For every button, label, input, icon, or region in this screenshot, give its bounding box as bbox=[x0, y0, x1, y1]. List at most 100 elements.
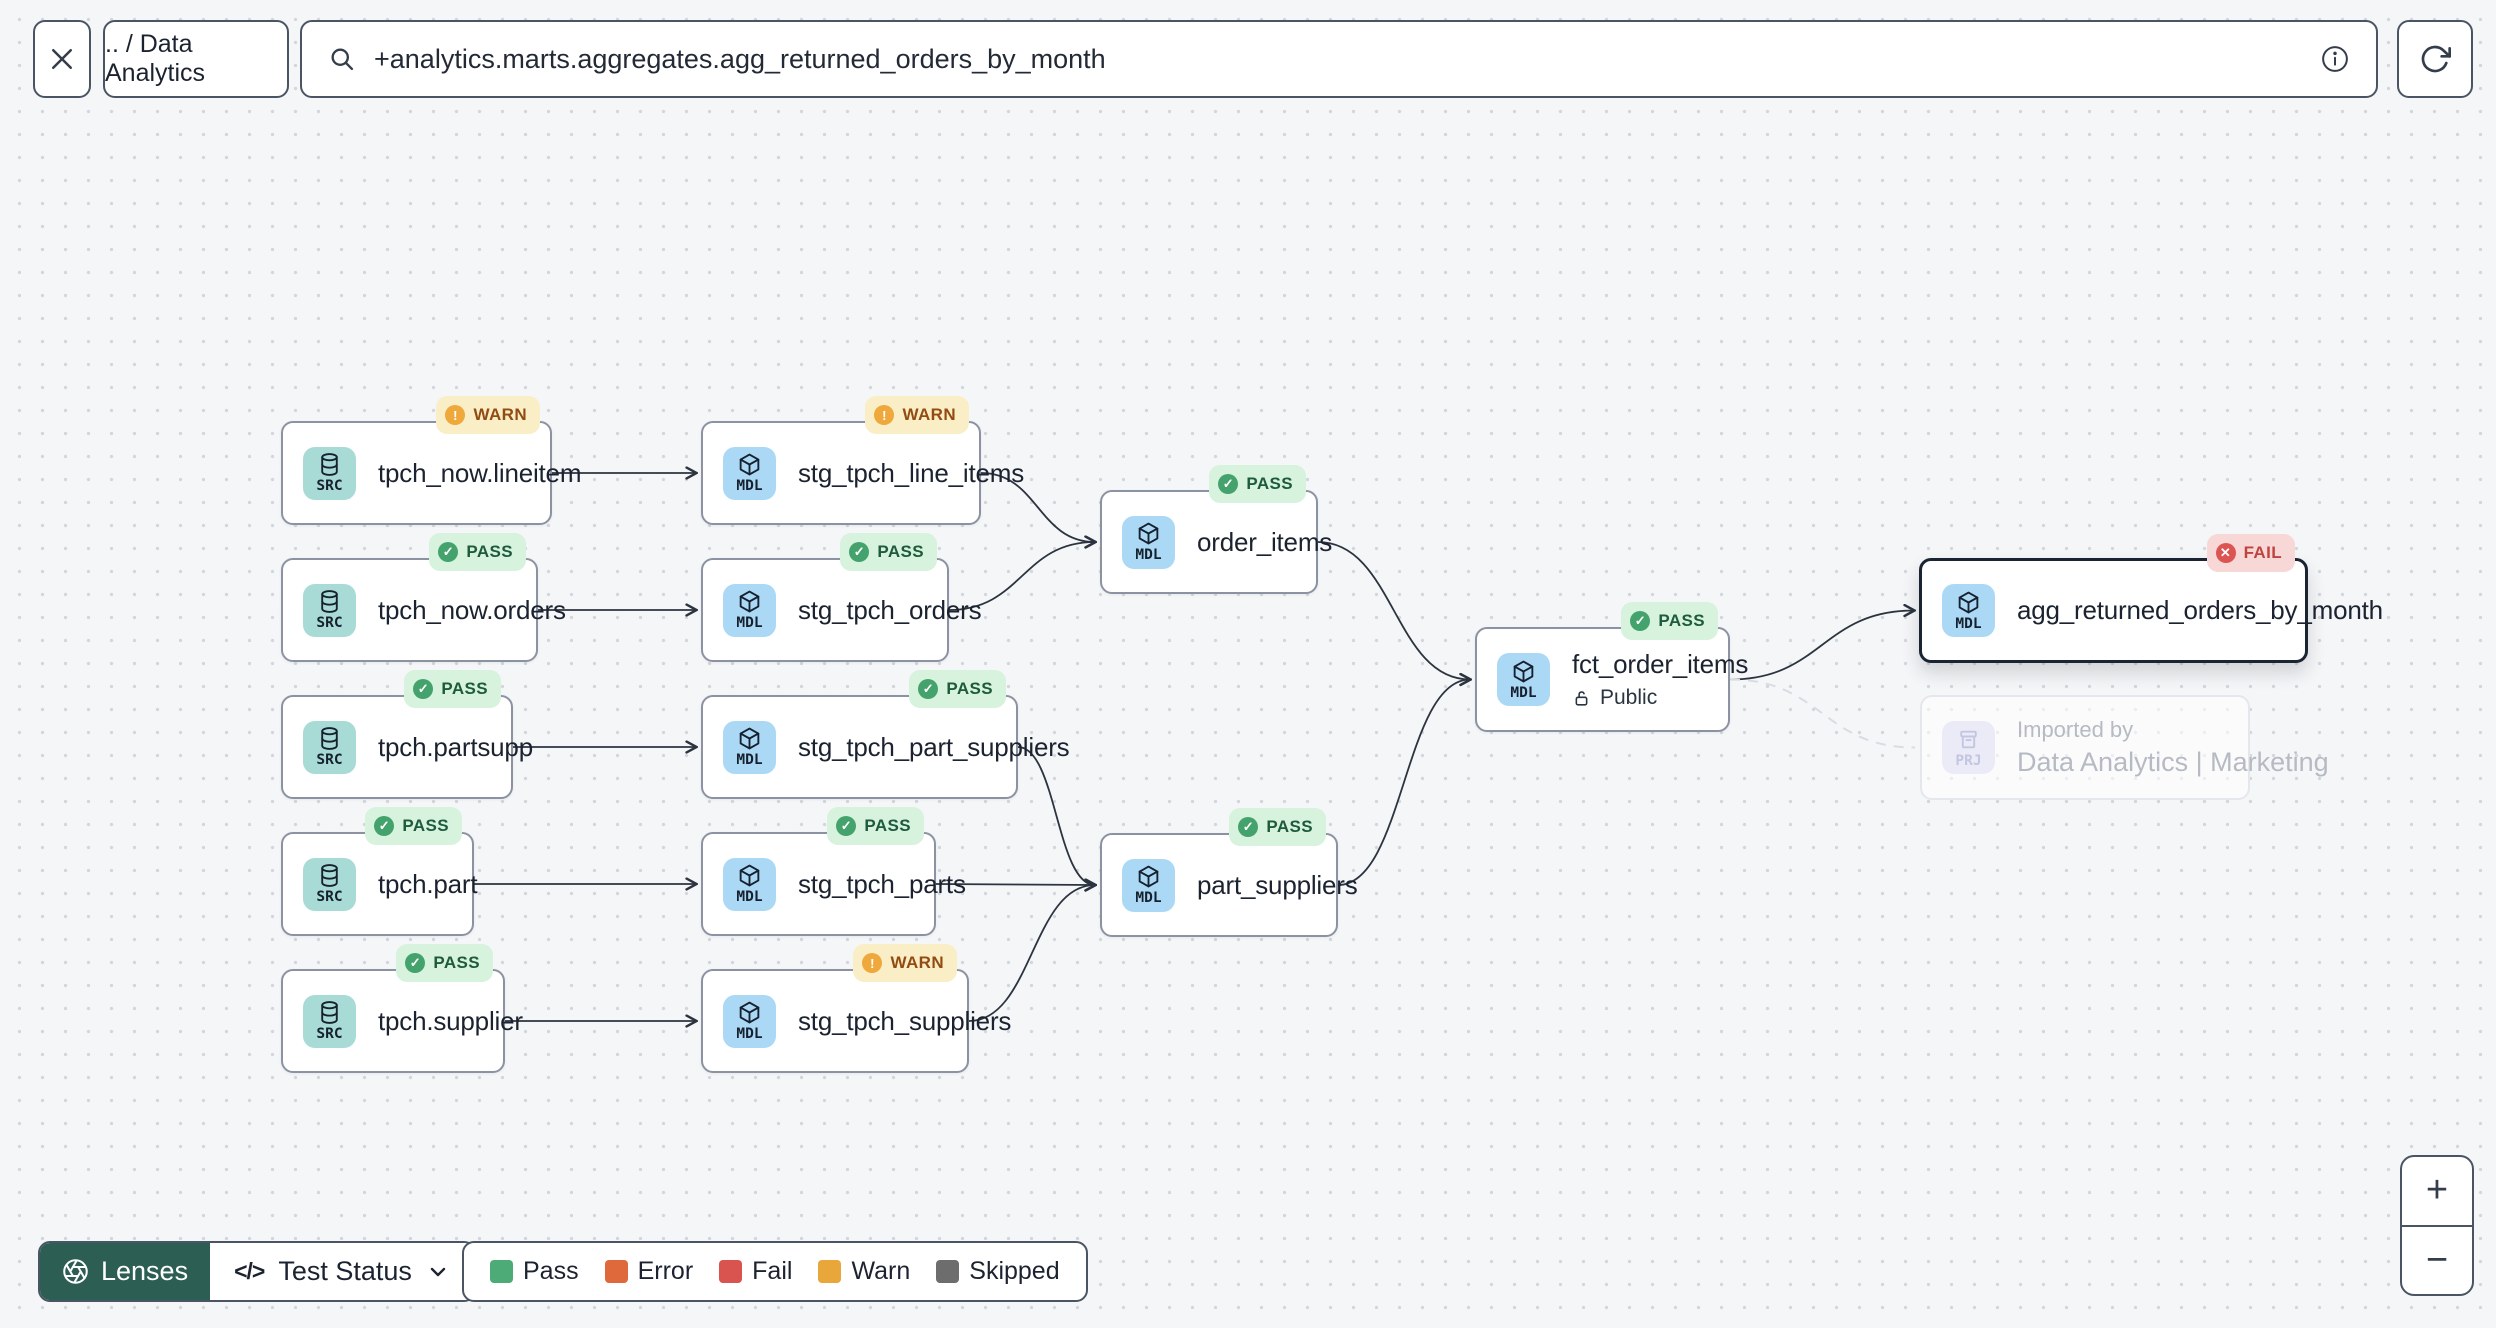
node-title: agg_returned_orders_by_month bbox=[2017, 595, 2383, 625]
status-badge-pass: ✓PASS bbox=[1229, 808, 1326, 846]
status-badge-pass: ✓PASS bbox=[840, 533, 937, 571]
lenses-group: Lenses </> Test Status bbox=[38, 1241, 476, 1302]
status-badge-pass: ✓PASS bbox=[909, 670, 1006, 708]
node-type-label: SRC bbox=[316, 889, 343, 905]
node-title: part_suppliers bbox=[1197, 869, 1358, 900]
model-icon: MDL bbox=[723, 446, 776, 500]
status-badge-label: PASS bbox=[1658, 611, 1705, 630]
node-type-label: SRC bbox=[316, 752, 343, 768]
node-text: tpch_now.lineitem bbox=[378, 458, 581, 489]
legend-label: Error bbox=[637, 1257, 694, 1285]
node-text: stg_tpch_parts bbox=[798, 869, 966, 900]
status-dot-icon: ✓ bbox=[1238, 817, 1259, 837]
model-icon: MDL bbox=[1122, 515, 1175, 569]
node-text: stg_tpch_suppliers bbox=[798, 1006, 1011, 1037]
node-title: stg_tpch_parts bbox=[798, 868, 966, 899]
node-text: tpch.partsupp bbox=[378, 732, 533, 763]
status-badge-pass: ✓PASS bbox=[429, 533, 526, 571]
node-type-label: MDL bbox=[736, 752, 763, 768]
status-badge-label: PASS bbox=[877, 542, 924, 561]
breadcrumb-label: .. / Data Analytics bbox=[105, 30, 206, 87]
node-text: stg_tpch_line_items bbox=[798, 458, 1024, 489]
legend-swatch bbox=[719, 1260, 743, 1283]
model-icon: MDL bbox=[723, 583, 776, 637]
close-button[interactable] bbox=[33, 20, 91, 98]
legend-label: Warn bbox=[851, 1257, 911, 1285]
status-badge-label: WARN bbox=[902, 405, 956, 424]
status-badge-pass: ✓PASS bbox=[827, 807, 924, 845]
lenses-label: Lenses bbox=[101, 1256, 189, 1286]
legend-swatch bbox=[818, 1260, 842, 1283]
status-dot-icon: ✓ bbox=[374, 816, 395, 836]
edge-stg_tpch_part_suppliers-to-part_suppliers bbox=[1017, 746, 1095, 885]
status-badge-warn: ! WARN bbox=[853, 944, 957, 982]
node-title: stg_tpch_suppliers bbox=[798, 1005, 1012, 1036]
breadcrumb[interactable]: .. / Data Analytics bbox=[103, 20, 289, 98]
status-badge-label: WARN bbox=[890, 953, 944, 972]
lenses-button[interactable]: Lenses bbox=[40, 1243, 211, 1300]
legend-item-skipped: Skipped bbox=[936, 1257, 1060, 1286]
status-badge-label: FAIL bbox=[2243, 543, 2282, 562]
status-badge-label: PASS bbox=[402, 816, 449, 835]
database-icon: SRC bbox=[303, 857, 356, 911]
legend-item-warn: Warn bbox=[818, 1257, 910, 1286]
node-type-label: MDL bbox=[736, 478, 763, 494]
graph-node-stg_tpch_orders[interactable]: ✓PASS MDL stg_tpch_orders bbox=[701, 533, 982, 662]
node-text: stg_tpch_orders bbox=[798, 594, 982, 626]
node-access-label: Public bbox=[1572, 686, 1748, 710]
zoom-out-button[interactable]: − bbox=[2425, 1238, 2449, 1281]
edge-stg_tpch_parts-to-part_suppliers bbox=[935, 884, 1095, 885]
close-icon bbox=[52, 49, 72, 69]
database-icon: SRC bbox=[303, 583, 356, 637]
node-text: tpch_now.orders bbox=[378, 595, 566, 626]
graph-node-stg_tpch_line_items[interactable]: ! WARN MDL stg_tpch_line_items bbox=[701, 396, 1024, 525]
refresh-button[interactable] bbox=[2397, 20, 2473, 98]
status-dot-icon: ✓ bbox=[1218, 474, 1239, 494]
status-dot-icon: ! bbox=[874, 405, 895, 425]
database-icon: SRC bbox=[303, 994, 356, 1048]
model-icon: MDL bbox=[723, 720, 776, 774]
legend-swatch bbox=[604, 1260, 628, 1283]
status-dot-icon: ! bbox=[862, 953, 883, 973]
status-badge-label: PASS bbox=[1246, 474, 1293, 493]
graph-node-tpch.part[interactable]: ✓ PASS SRC tpch.part bbox=[281, 807, 478, 936]
legend-item-error: Error bbox=[604, 1257, 694, 1286]
info-icon[interactable] bbox=[2320, 44, 2350, 74]
graph-node-tpch_now.orders[interactable]: ✓PASS SRC tpch_now.orders bbox=[281, 533, 566, 662]
search-bar[interactable] bbox=[300, 20, 2378, 98]
node-text: stg_tpch_part_suppliers bbox=[798, 732, 1070, 763]
graph-node-stg_tpch_part_suppliers[interactable]: ✓PASS MDL stg_tpch_part_suppliers bbox=[701, 670, 1070, 799]
zoom-controls: + − bbox=[2400, 1155, 2474, 1296]
node-title: tpch.partsupp bbox=[378, 731, 533, 762]
node-text: part_suppliers bbox=[1197, 870, 1358, 901]
edge-part_suppliers-to-fct_order_items bbox=[1337, 680, 1470, 886]
graph-node-part_suppliers[interactable]: ✓PASS MDL part_suppliers bbox=[1100, 808, 1358, 937]
legend-label: Skipped bbox=[969, 1257, 1060, 1285]
status-dot-icon: ✓ bbox=[1630, 611, 1651, 631]
edge-stg_tpch_suppliers-to-part_suppliers bbox=[968, 885, 1095, 1022]
search-input[interactable] bbox=[374, 43, 2302, 75]
node-title: stg_tpch_orders bbox=[798, 594, 982, 625]
node-title: tpch_now.orders bbox=[378, 594, 566, 625]
zoom-in-button[interactable]: + bbox=[2402, 1157, 2472, 1227]
node-text: tpch.supplier bbox=[378, 1006, 523, 1037]
legend-label: Fail bbox=[752, 1257, 793, 1285]
lens-selector[interactable]: </> Test Status bbox=[210, 1243, 474, 1300]
status-badge-fail: ✕FAIL bbox=[2206, 534, 2295, 572]
node-title: fct_order_items bbox=[1572, 649, 1749, 679]
node-type-label: MDL bbox=[1135, 890, 1162, 906]
legend-label: Pass bbox=[523, 1257, 579, 1285]
node-type-label: MDL bbox=[1135, 547, 1162, 563]
node-text: tpch.part bbox=[378, 869, 478, 900]
